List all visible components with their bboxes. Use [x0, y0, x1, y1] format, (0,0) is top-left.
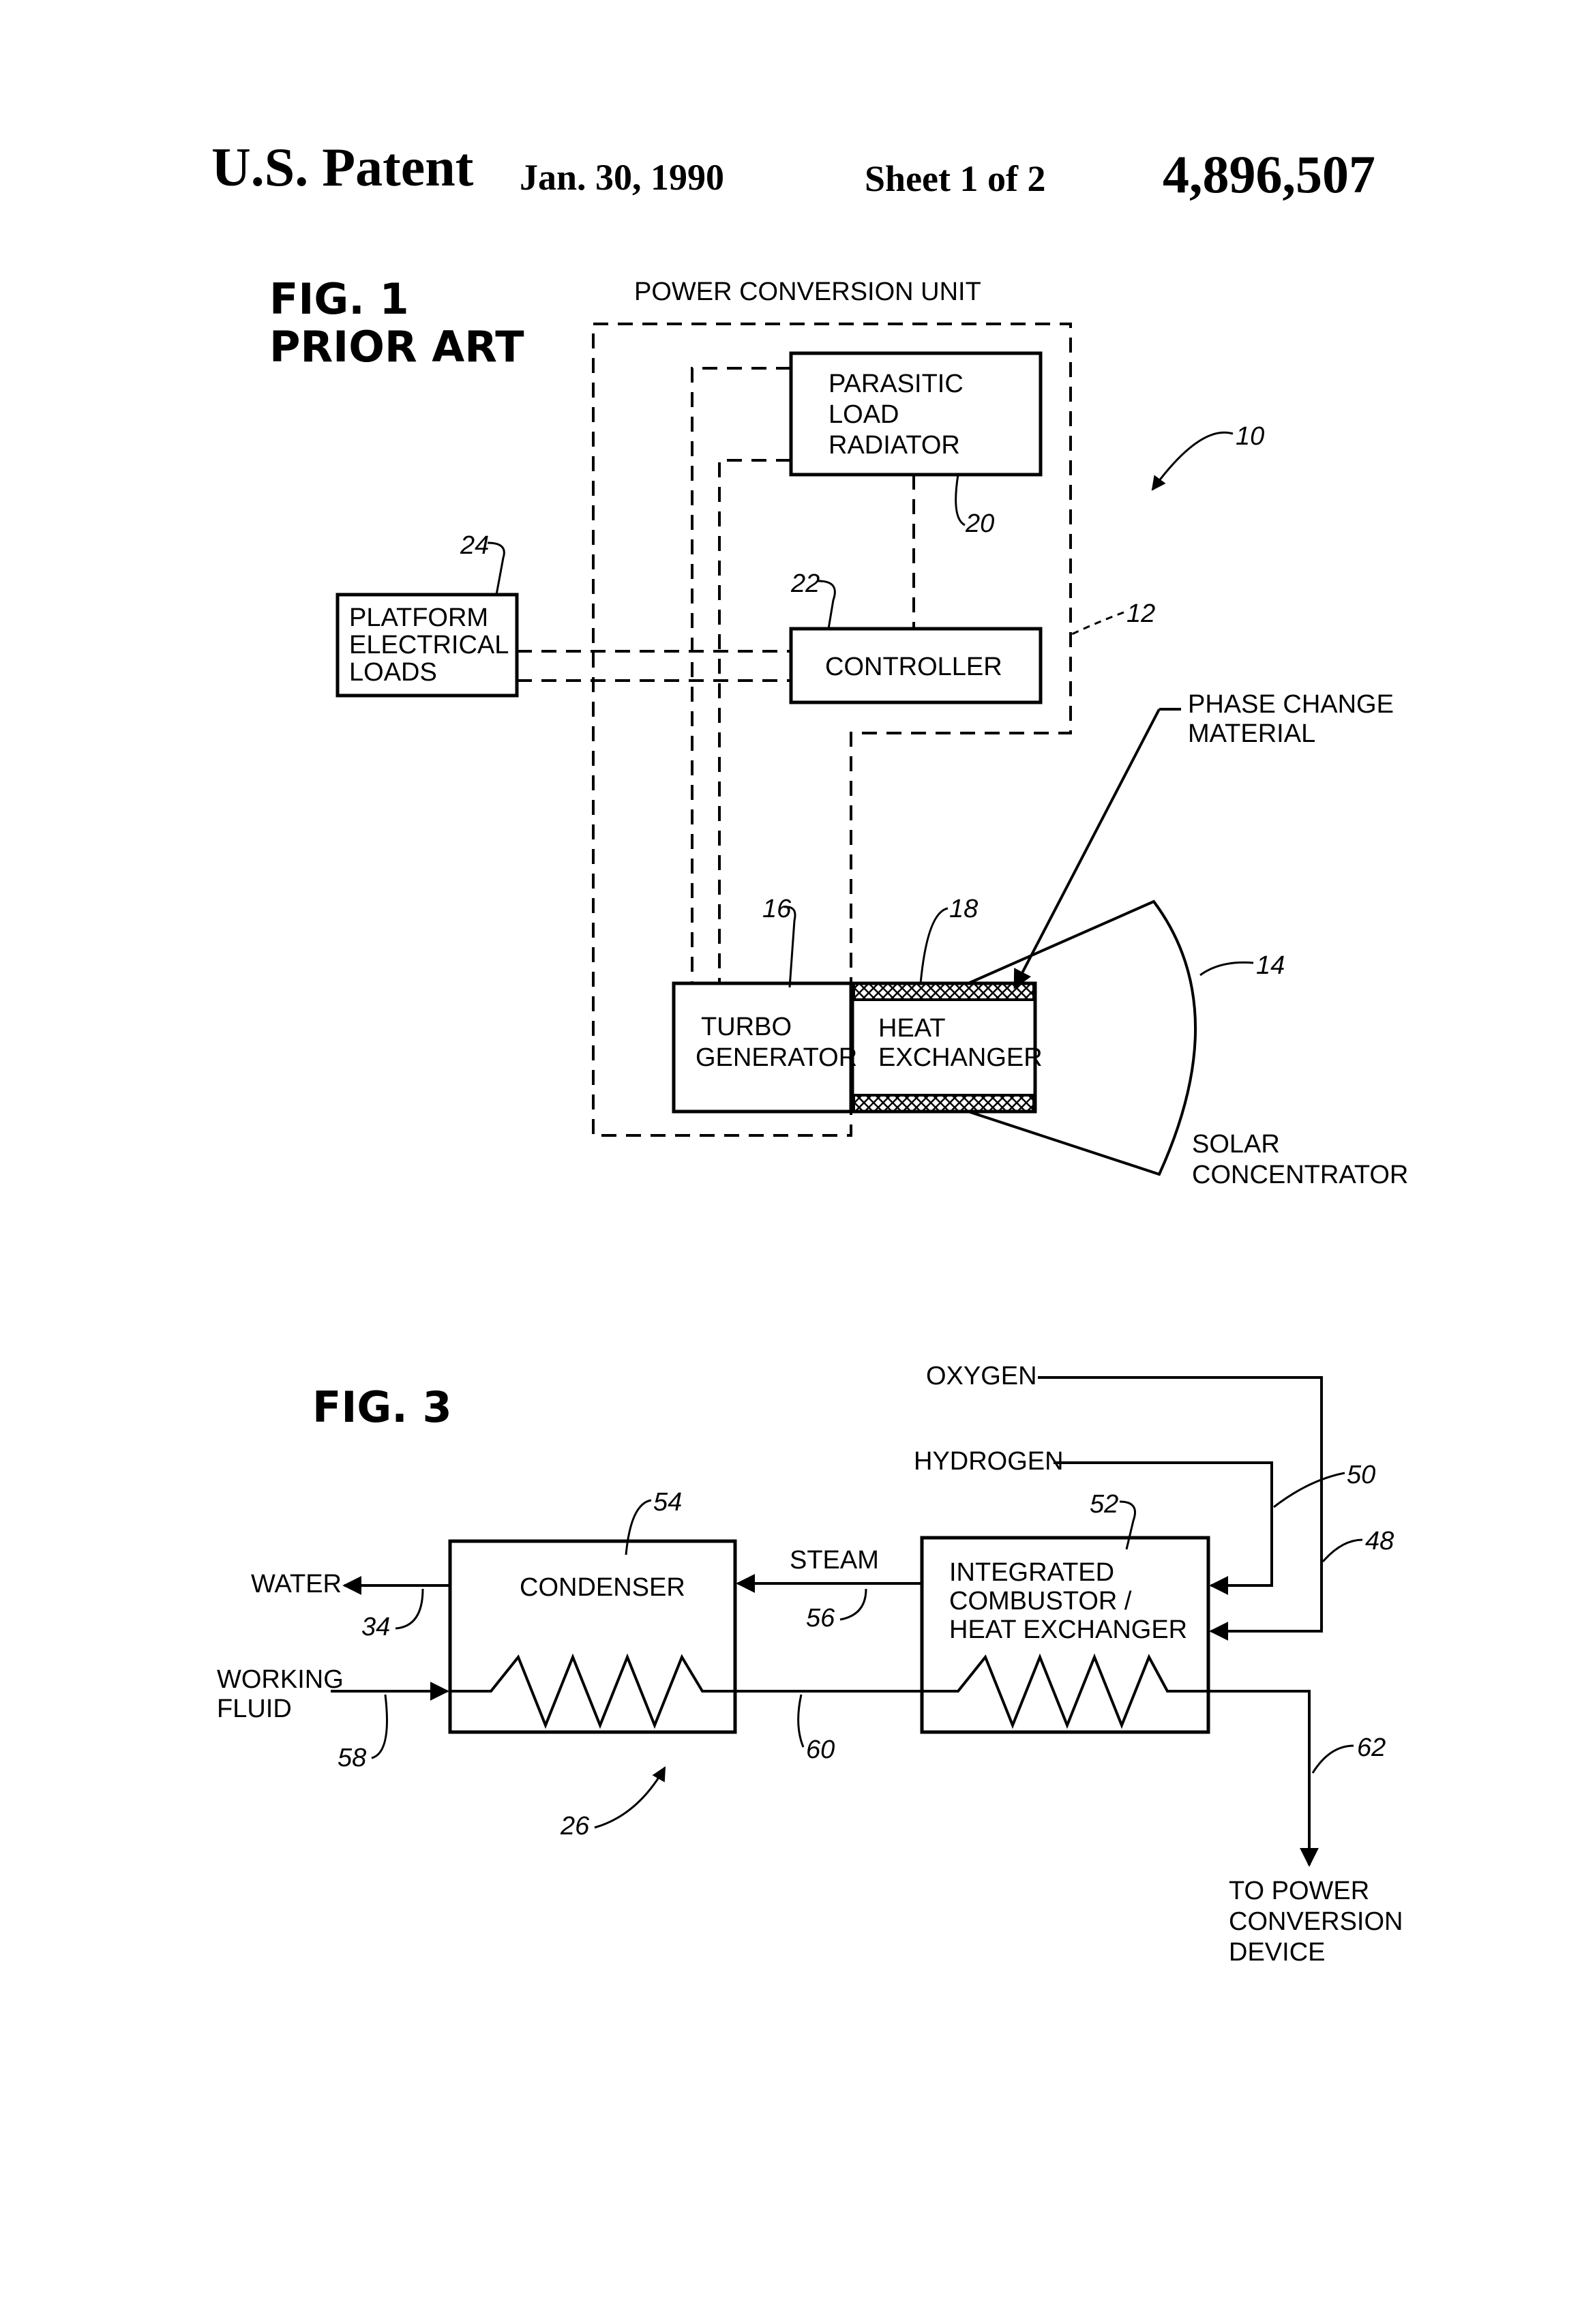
heat-line-2: EXCHANGER: [878, 1043, 1043, 1072]
ref-52: 52: [1090, 1490, 1118, 1519]
ref-24-leader: [488, 543, 504, 595]
fig3-reference-numerals: 26 34 48 50 52 54 56 58 60 62: [338, 1461, 1394, 1841]
ref-52-leader: [1120, 1502, 1135, 1549]
pcm-line-1: PHASE CHANGE: [1188, 690, 1394, 719]
ref-20: 20: [965, 509, 994, 538]
ref-62-leader: [1313, 1746, 1354, 1773]
ref-56-leader: [840, 1589, 866, 1620]
steam-label: STEAM: [790, 1546, 879, 1575]
ref-12: 12: [1126, 599, 1155, 628]
water-label: WATER: [251, 1570, 342, 1598]
combustor-line-3: HEAT EXCHANGER: [949, 1615, 1187, 1644]
integrated-combustor-label: INTEGRATED COMBUSTOR / HEAT EXCHANGER: [949, 1558, 1187, 1644]
ref-24: 24: [460, 531, 489, 560]
fig1-label: FIG. 1: [269, 274, 409, 324]
ref-12-leader: [1072, 612, 1124, 634]
ref-50-leader: [1274, 1473, 1345, 1507]
to-power-conversion-line: [1208, 1691, 1309, 1865]
header-title: U.S. Patent: [211, 138, 474, 198]
platform-electrical-loads-label: PLATFORM ELECTRICAL LOADS: [349, 604, 516, 687]
phase-change-material-layer-bottom: [854, 1095, 1034, 1112]
heat-line-1: HEAT: [878, 1014, 945, 1043]
oxygen-label: OXYGEN: [926, 1362, 1037, 1390]
header-patent-number: 4,896,507: [1163, 145, 1375, 204]
ref-10-leader: [1152, 432, 1233, 490]
controller-label: CONTROLLER: [825, 653, 1002, 681]
hydrogen-label: HYDROGEN: [914, 1447, 1064, 1476]
platform-line-1: PLATFORM: [349, 604, 488, 632]
combustor-coil: [922, 1657, 1208, 1725]
solar-line-1: SOLAR: [1192, 1130, 1280, 1159]
ref-16: 16: [762, 895, 792, 923]
turbo-generator-label: TURBO GENERATOR: [696, 1013, 857, 1072]
to-power-line-2: CONVERSION: [1229, 1907, 1403, 1936]
ref-22-leader: [818, 581, 835, 629]
ref-56: 56: [806, 1604, 835, 1633]
turbo-line-2: GENERATOR: [696, 1043, 857, 1072]
ref-26-leader: [595, 1768, 665, 1828]
fig1-subtitle: PRIOR ART: [269, 322, 524, 372]
solar-concentrator-label: SOLAR CONCENTRATOR: [1192, 1130, 1408, 1189]
combustor-line-1: INTEGRATED: [949, 1558, 1114, 1587]
pcm-line-2: MATERIAL: [1188, 719, 1315, 748]
condenser-label: CONDENSER: [520, 1573, 685, 1602]
ref-14: 14: [1256, 951, 1285, 980]
ref-58-leader: [372, 1695, 387, 1758]
phase-change-material-layer-top: [854, 983, 1034, 1000]
parasitic-load-radiator-label: PARASITIC LOAD RADIATOR: [829, 370, 970, 460]
ref-20-leader: [956, 475, 965, 525]
ref-14-leader: [1200, 962, 1253, 975]
ref-10: 10: [1236, 422, 1264, 451]
ref-60: 60: [806, 1735, 835, 1764]
fig3-label: FIG. 3: [312, 1382, 452, 1432]
parasitic-line-1: PARASITIC: [829, 370, 964, 398]
phase-change-material-arrow: [1015, 709, 1181, 987]
page-header: U.S. Patent Jan. 30, 1990 Sheet 1 of 2 4…: [211, 138, 1375, 204]
header-sheet: Sheet 1 of 2: [865, 158, 1045, 199]
ref-18: 18: [949, 895, 978, 923]
ref-48: 48: [1365, 1527, 1394, 1555]
platform-line-3: LOADS: [349, 658, 437, 687]
phase-change-material-label: PHASE CHANGE MATERIAL: [1188, 690, 1401, 748]
power-conversion-unit-label: POWER CONVERSION UNIT: [634, 278, 981, 306]
ref-54-leader: [626, 1500, 651, 1555]
header-date: Jan. 30, 1990: [520, 157, 724, 198]
parasitic-line-3: RADIATOR: [829, 431, 960, 460]
ref-54: 54: [653, 1488, 682, 1517]
heat-exchanger-label: HEAT EXCHANGER: [878, 1014, 1043, 1072]
figure-3: FIG. 3 CONDENSER INTEGRATED COMBUSTOR / …: [217, 1362, 1410, 1967]
to-power-line-3: DEVICE: [1229, 1938, 1325, 1967]
ref-18-leader: [921, 908, 948, 983]
working-fluid-line-1: WORKING: [217, 1665, 344, 1694]
ref-34: 34: [361, 1613, 390, 1641]
solar-concentrator: [968, 902, 1195, 1174]
ref-22: 22: [790, 569, 820, 598]
parasitic-line-2: LOAD: [829, 400, 899, 429]
ref-60-leader: [799, 1695, 803, 1747]
solar-line-2: CONCENTRATOR: [1192, 1161, 1408, 1189]
ref-50: 50: [1347, 1461, 1375, 1489]
ref-62: 62: [1357, 1733, 1386, 1762]
to-power-conversion-label: TO POWER CONVERSION DEVICE: [1229, 1877, 1410, 1967]
ref-26: 26: [560, 1812, 590, 1841]
ref-58: 58: [338, 1744, 366, 1772]
combustor-line-2: COMBUSTOR /: [949, 1587, 1132, 1615]
platform-line-2: ELECTRICAL: [349, 631, 508, 659]
ref-48-leader: [1323, 1540, 1362, 1562]
turbo-line-1: TURBO: [701, 1013, 792, 1041]
condenser-coil: [450, 1657, 735, 1725]
working-fluid-line-2: FLUID: [217, 1695, 292, 1723]
fig1-reference-numerals: 10 12 14 16 18 20 22 24: [460, 422, 1285, 987]
ref-34-leader: [395, 1589, 423, 1628]
figure-1: FIG. 1 PRIOR ART POWER CONVERSION UNIT P…: [269, 274, 1408, 1189]
working-fluid-label: WORKING FLUID: [217, 1665, 350, 1723]
to-power-line-1: TO POWER: [1229, 1877, 1369, 1905]
